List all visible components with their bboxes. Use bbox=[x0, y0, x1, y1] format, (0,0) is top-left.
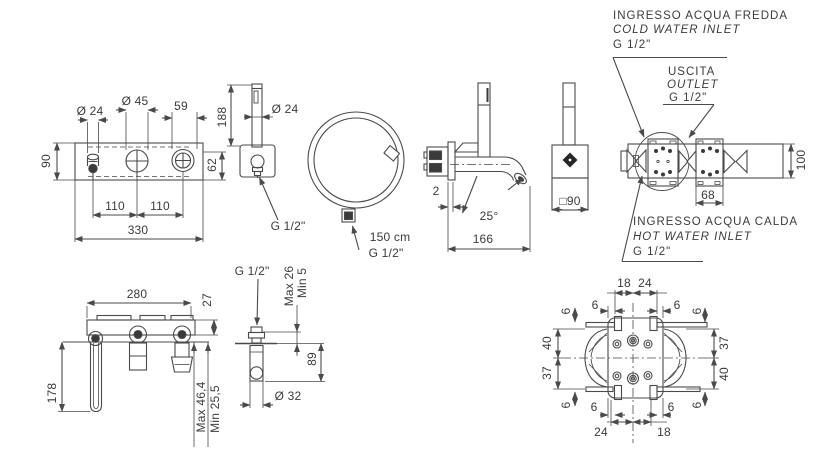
dim-spout-2: 2 bbox=[432, 184, 440, 198]
dim-front-59: 59 bbox=[174, 99, 188, 113]
label-outlet-it: USCITA bbox=[668, 66, 716, 78]
hose-coil-drawing bbox=[307, 111, 405, 251]
dim-plate-top-18: 18 bbox=[617, 276, 631, 290]
dim-plate-right-37: 37 bbox=[717, 336, 731, 350]
dim-front-dia45: Ø 45 bbox=[121, 94, 149, 108]
dim-detail-max26: Max 26 bbox=[282, 265, 296, 307]
dim-front-62: 62 bbox=[205, 158, 219, 172]
dim-front-dia24: Ø 24 bbox=[76, 104, 104, 118]
dim-plate-6-top-left: 6 bbox=[591, 298, 599, 312]
dim-plate-bottom-24: 24 bbox=[594, 425, 608, 439]
body-back-view-drawing bbox=[612, 57, 795, 262]
dim-plate-6-top-right: 6 bbox=[673, 298, 681, 312]
dim-front-330: 330 bbox=[127, 223, 149, 237]
dim-front-90: 90 bbox=[39, 154, 53, 168]
spout-side-view-drawing bbox=[423, 82, 531, 252]
label-cold-water-en: COLD WATER INLET bbox=[613, 24, 741, 36]
dim-holder-dia24: Ø 24 bbox=[271, 102, 299, 116]
dim-install-280: 280 bbox=[126, 287, 148, 301]
dim-install-max: Max 46,4 bbox=[194, 381, 208, 433]
dim-plate-bottom-18: 18 bbox=[657, 425, 671, 439]
label-outlet-en: OUTLET bbox=[667, 79, 719, 91]
dim-plate-top-24: 24 bbox=[638, 276, 652, 290]
label-hot-water-thread: G 1/2" bbox=[633, 246, 672, 258]
holder-side-view-drawing bbox=[227, 83, 279, 221]
dim-install-178: 178 bbox=[45, 382, 59, 404]
outlet-detail-drawing bbox=[235, 278, 325, 408]
label-holder-thread: G 1/2" bbox=[270, 219, 306, 233]
label-cold-water-it: INGRESSO ACQUA FREDDA bbox=[613, 10, 789, 22]
dim-detail-min5: Min 5 bbox=[295, 267, 309, 299]
dim-detail-89: 89 bbox=[305, 352, 319, 366]
dim-body-68: 68 bbox=[701, 188, 715, 202]
dim-plate-left-40: 40 bbox=[540, 336, 554, 350]
dim-plate-left-37: 37 bbox=[540, 366, 554, 380]
dim-plate-6-bottom-right: 6 bbox=[667, 400, 675, 414]
dim-body-100: 100 bbox=[794, 149, 808, 171]
label-outlet-thread: G 1/2" bbox=[669, 92, 708, 104]
dim-holder-square90: □90 bbox=[559, 194, 581, 208]
dim-front-110-right: 110 bbox=[150, 199, 170, 213]
dim-spout-angle: 25° bbox=[479, 209, 499, 223]
front-view-drawing bbox=[53, 107, 226, 242]
label-hot-water-en: HOT WATER INLET bbox=[633, 231, 752, 243]
dim-plate-6-top-right-v: 6 bbox=[690, 307, 704, 315]
dim-plate-6-bottom-left: 6 bbox=[590, 400, 598, 414]
mounting-plate-view-drawing bbox=[553, 290, 719, 443]
dim-plate-6-bottom-right-v: 6 bbox=[690, 401, 704, 409]
label-hose-length: 150 cm bbox=[369, 230, 411, 244]
label-detail-thread: G 1/2" bbox=[234, 264, 270, 278]
label-cold-water-thread: G 1/2" bbox=[613, 39, 652, 51]
dim-detail-dia32: Ø 32 bbox=[274, 389, 302, 403]
label-hose-thread: G 1/2" bbox=[368, 246, 404, 260]
dim-install-27: 27 bbox=[200, 293, 214, 307]
dim-holder-188: 188 bbox=[215, 106, 229, 128]
label-hot-water-it: INGRESSO ACQUA CALDA bbox=[633, 216, 799, 228]
holder-front-view-drawing bbox=[551, 82, 589, 213]
dim-plate-right-40: 40 bbox=[717, 367, 731, 381]
dim-plate-6-bottom-left-v: 6 bbox=[559, 401, 573, 409]
dim-front-110-left: 110 bbox=[105, 199, 125, 213]
dim-install-min: Min 25,5 bbox=[208, 385, 222, 433]
dim-spout-166: 166 bbox=[472, 232, 494, 246]
install-side-view-drawing bbox=[58, 300, 218, 447]
dim-plate-6-top-left-v: 6 bbox=[559, 307, 573, 315]
